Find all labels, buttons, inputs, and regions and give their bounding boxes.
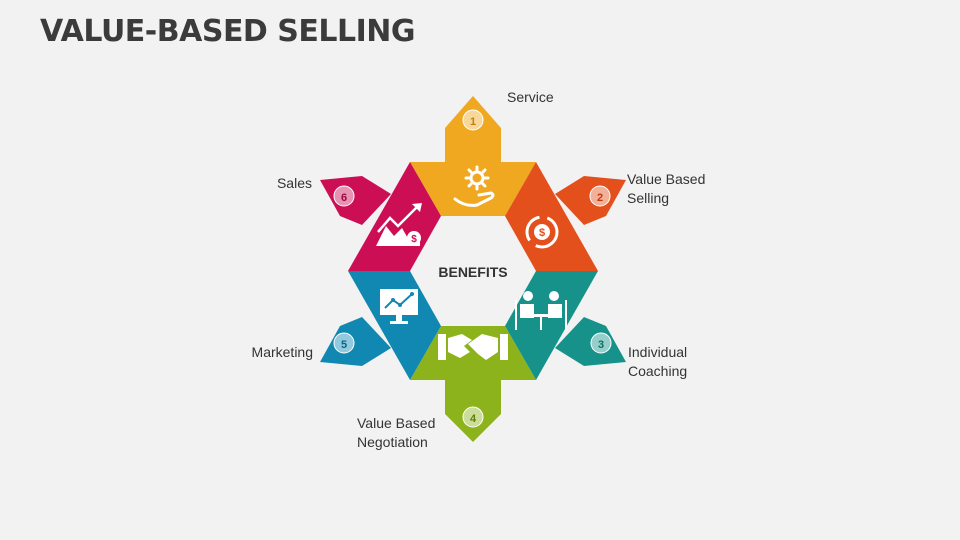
- monitor-chart-icon: [380, 289, 418, 324]
- segment-2: 2 $: [505, 162, 626, 271]
- page-title: VALUE-BASED SELLING: [40, 14, 416, 49]
- segment-4: 4: [410, 326, 536, 442]
- svg-text:$: $: [411, 234, 417, 245]
- segment-6-label: Sales: [276, 175, 312, 191]
- segment-6: 6 $: [320, 162, 441, 271]
- center-label: BENEFITS: [438, 264, 507, 280]
- segment-2-label: Value Based Selling: [627, 171, 706, 206]
- segment-3-label: Individual Coaching: [628, 344, 688, 379]
- segment-4-label: Value Based Negotiation: [357, 415, 436, 450]
- handshake-icon: [438, 334, 508, 360]
- segment-1-number: 1: [470, 116, 476, 128]
- svg-text:$: $: [539, 227, 545, 239]
- meeting-people-icon: [515, 291, 567, 330]
- sales-chart-icon: $: [376, 203, 422, 246]
- segment-1: 1: [410, 96, 536, 216]
- segment-2-number: 2: [597, 192, 603, 204]
- segment-1-label: Service: [507, 89, 554, 105]
- segment-3: 3: [505, 271, 626, 380]
- segment-5-number: 5: [341, 339, 347, 351]
- segment-6-number: 6: [341, 192, 347, 204]
- segment-5-label: Marketing: [251, 344, 313, 360]
- dollar-cycle-icon: $: [525, 215, 559, 249]
- hand-gear-icon: [453, 165, 495, 207]
- segment-5: 5: [320, 271, 441, 380]
- segment-3-number: 3: [598, 339, 604, 351]
- segment-4-number: 4: [470, 413, 477, 425]
